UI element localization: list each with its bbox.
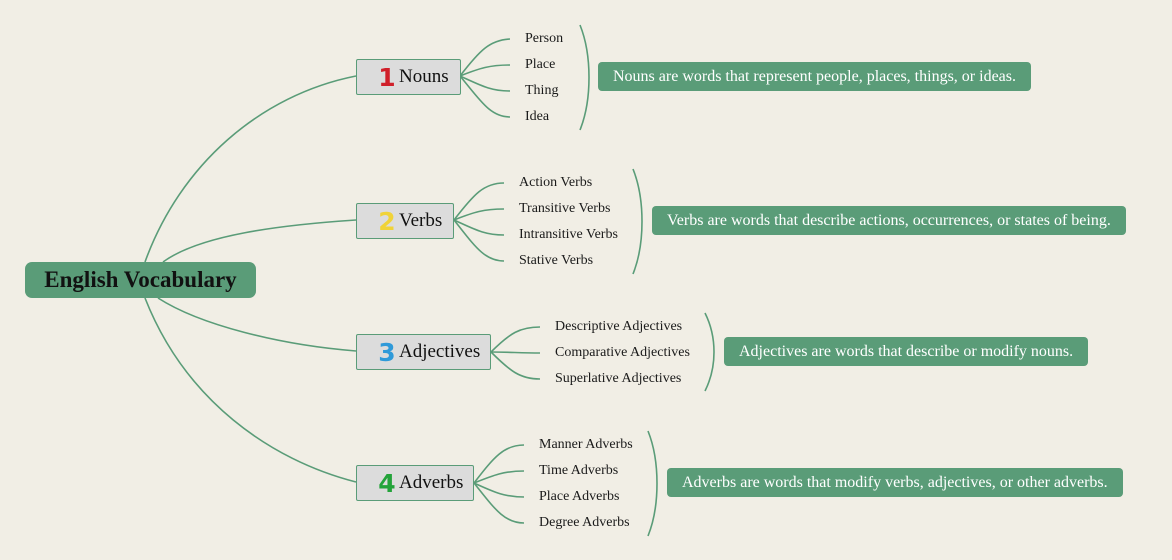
bracket-adverbs xyxy=(647,430,658,537)
leaf-descriptive-adjectives[interactable]: Descriptive Adjectives xyxy=(555,319,683,334)
topic-nouns[interactable]: 1 Nouns xyxy=(356,59,461,95)
topic-label: Adjectives xyxy=(399,341,481,362)
summary-verbs[interactable]: Verbs are words that describe actions, o… xyxy=(652,206,1126,235)
leaf-person[interactable]: Person xyxy=(525,31,564,46)
leaf-thing[interactable]: Thing xyxy=(525,83,559,98)
leaf-time-adverbs[interactable]: Time Adverbs xyxy=(539,463,619,478)
connector-root-adjectives xyxy=(157,297,357,352)
connector-verbs-item-2 xyxy=(453,208,505,221)
connector-nouns-item-2 xyxy=(459,64,511,77)
leaf-intransitive-verbs[interactable]: Intransitive Verbs xyxy=(519,227,618,242)
summary-adjectives[interactable]: Adjectives are words that describe or mo… xyxy=(724,337,1089,366)
topic-verbs[interactable]: 2 Verbs xyxy=(356,203,454,239)
connector-root-nouns xyxy=(144,75,357,263)
summary-adverbs[interactable]: Adverbs are words that modify verbs, adj… xyxy=(667,468,1123,497)
topic-label: Verbs xyxy=(399,210,443,231)
connector-adverbs-item-4 xyxy=(473,482,525,524)
connector-adjectives-item-3 xyxy=(490,351,541,380)
root-title: English Vocabulary xyxy=(44,267,237,292)
leaf-idea[interactable]: Idea xyxy=(525,109,550,124)
connector-nouns-item-1 xyxy=(459,38,511,77)
leaf-comparative-adjectives[interactable]: Comparative Adjectives xyxy=(555,345,690,360)
bracket-adjectives xyxy=(704,312,715,392)
connector-root-adverbs xyxy=(144,297,357,483)
leaf-manner-adverbs[interactable]: Manner Adverbs xyxy=(539,437,633,452)
topic-label: Nouns xyxy=(399,66,449,87)
connector-nouns-item-3 xyxy=(459,75,511,92)
number-3-icon: 3 xyxy=(378,337,396,367)
connector-adjectives-item-1 xyxy=(490,326,541,353)
leaf-place[interactable]: Place xyxy=(525,57,556,72)
connector-verbs-item-1 xyxy=(453,182,505,221)
bracket-nouns xyxy=(579,24,590,131)
leaf-transitive-verbs[interactable]: Transitive Verbs xyxy=(519,201,611,216)
topic-adverbs[interactable]: 4 Adverbs xyxy=(356,465,474,501)
summary-nouns[interactable]: Nouns are words that represent people, p… xyxy=(598,62,1031,91)
leaf-action-verbs[interactable]: Action Verbs xyxy=(519,175,593,190)
connector-adjectives-item-2 xyxy=(490,351,541,354)
connector-nouns-item-4 xyxy=(459,75,511,118)
connector-adverbs-item-2 xyxy=(473,470,525,484)
leaf-degree-adverbs[interactable]: Degree Adverbs xyxy=(539,515,630,530)
leaf-place-adverbs[interactable]: Place Adverbs xyxy=(539,489,620,504)
connector-verbs-item-4 xyxy=(453,219,505,262)
connector-adverbs-item-1 xyxy=(473,444,525,484)
number-1-icon: 1 xyxy=(378,62,396,92)
number-4-icon: 4 xyxy=(378,468,396,498)
leaf-superlative-adjectives[interactable]: Superlative Adjectives xyxy=(555,371,682,386)
connector-verbs-item-3 xyxy=(453,219,505,236)
number-2-icon: 2 xyxy=(378,206,396,236)
bracket-verbs xyxy=(632,168,643,275)
topic-adjectives[interactable]: 3 Adjectives xyxy=(356,334,491,370)
connector-root-verbs xyxy=(162,219,357,263)
connector-adverbs-item-3 xyxy=(473,482,525,498)
topic-label: Adverbs xyxy=(399,472,464,493)
leaf-stative-verbs[interactable]: Stative Verbs xyxy=(519,253,594,268)
root-topic[interactable]: English Vocabulary xyxy=(25,262,256,298)
